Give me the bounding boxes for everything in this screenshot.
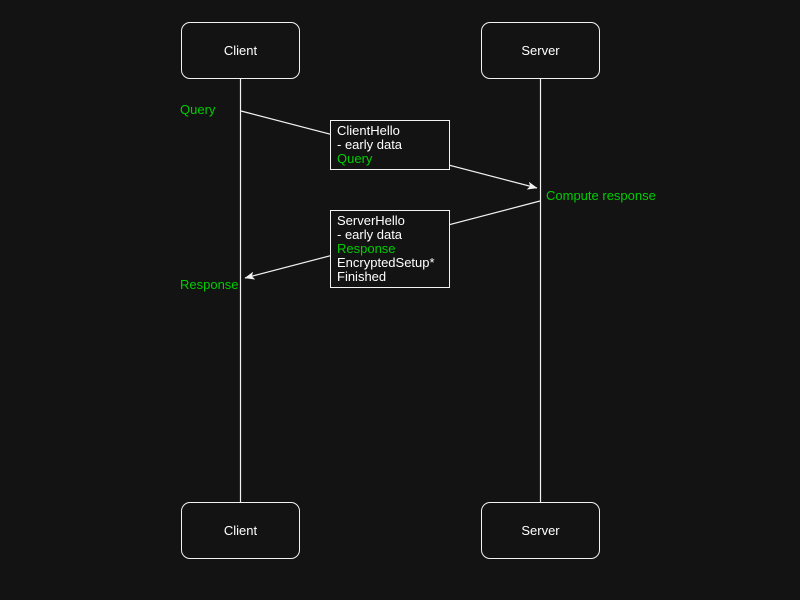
label-query: Query bbox=[180, 102, 216, 117]
message-line: Response bbox=[337, 241, 396, 256]
actor-server-bottom-label: Server bbox=[521, 523, 560, 538]
message-line: ServerHello bbox=[337, 213, 405, 228]
message-serverhello-box: ServerHello - early data Response Encryp… bbox=[330, 210, 450, 288]
message-line: - early data bbox=[337, 227, 403, 242]
message-line: Finished bbox=[337, 269, 387, 284]
actor-server-top: Server bbox=[481, 22, 600, 79]
message-line: Query bbox=[337, 151, 373, 166]
actor-client-top-label: Client bbox=[223, 43, 258, 58]
actor-client-bottom-label: Client bbox=[223, 523, 258, 538]
message-line: - early data bbox=[337, 137, 403, 152]
actor-client-top: Client bbox=[181, 22, 300, 79]
message-clienthello-box: ClientHello - early data Query bbox=[330, 120, 450, 170]
actor-client-bottom: Client bbox=[181, 502, 300, 559]
actor-server-top-label: Server bbox=[521, 43, 560, 58]
label-compute-response: Compute response bbox=[546, 188, 656, 203]
label-response: Response bbox=[180, 277, 239, 292]
message-line: EncryptedSetup* bbox=[337, 255, 435, 270]
actor-server-bottom: Server bbox=[481, 502, 600, 559]
message-line: ClientHello bbox=[337, 123, 400, 138]
